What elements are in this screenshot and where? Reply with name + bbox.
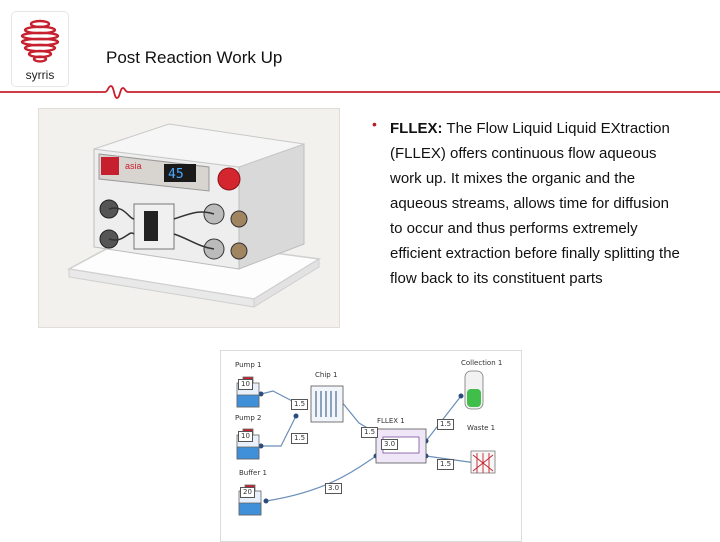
device-brand-patch bbox=[101, 157, 119, 175]
bullet-text: FLLEX: The Flow Liquid Liquid EXtraction… bbox=[390, 116, 680, 291]
logo-wordmark: syrris bbox=[25, 68, 55, 82]
node-label-fllex-1: FLLEX 1 bbox=[377, 417, 405, 425]
node-label-collection-1: Collection 1 bbox=[461, 359, 503, 367]
bullet-term: FLLEX: bbox=[390, 120, 443, 137]
chip-inlet-1-tag: 1.5 bbox=[291, 399, 309, 410]
header-divider bbox=[0, 85, 720, 99]
flow-diagram-lines bbox=[236, 370, 496, 516]
node-label-waste-1: Waste 1 bbox=[467, 424, 496, 432]
stop-knob bbox=[217, 167, 241, 191]
node-label-pump-1: Pump 1 bbox=[235, 361, 262, 369]
flow-diagram: Pump 1 Pump 2 Buffer 1 Chip 1 FLLEX 1 Co… bbox=[220, 350, 522, 542]
node-label-pump-2: Pump 2 bbox=[235, 414, 262, 422]
device-panel-label: asia bbox=[125, 161, 142, 171]
syrris-logo: syrris bbox=[12, 12, 68, 86]
display-value: 45 bbox=[168, 167, 184, 182]
buffer-flow-tag: 3.0 bbox=[325, 483, 343, 494]
collection-flow-tag: 1.5 bbox=[437, 419, 455, 430]
bullet-marker: • bbox=[372, 116, 377, 132]
pump-1-volume-tag: 10 bbox=[238, 379, 253, 390]
pump-2-volume-tag: 10 bbox=[238, 431, 253, 442]
buffer-1-volume-tag: 20 bbox=[240, 487, 255, 498]
node-label-chip-1: Chip 1 bbox=[315, 371, 338, 379]
syrris-logo-mark bbox=[20, 19, 60, 63]
bullet-body: The Flow Liquid Liquid EXtraction (FLLEX… bbox=[390, 120, 680, 287]
chip-inlet-2-tag: 1.5 bbox=[291, 433, 309, 444]
node-label-buffer-1: Buffer 1 bbox=[239, 469, 267, 477]
fllex-inlet-2-tag: 3.0 bbox=[381, 439, 399, 450]
page-title: Post Reaction Work Up bbox=[106, 48, 283, 67]
device-display bbox=[164, 164, 196, 182]
fllex-inlet-tag: 1.5 bbox=[361, 427, 379, 438]
waste-flow-tag: 1.5 bbox=[437, 459, 455, 470]
fllex-device-photo: 45 asia bbox=[38, 108, 340, 328]
fllex-device-illustration: 45 asia bbox=[66, 123, 322, 308]
